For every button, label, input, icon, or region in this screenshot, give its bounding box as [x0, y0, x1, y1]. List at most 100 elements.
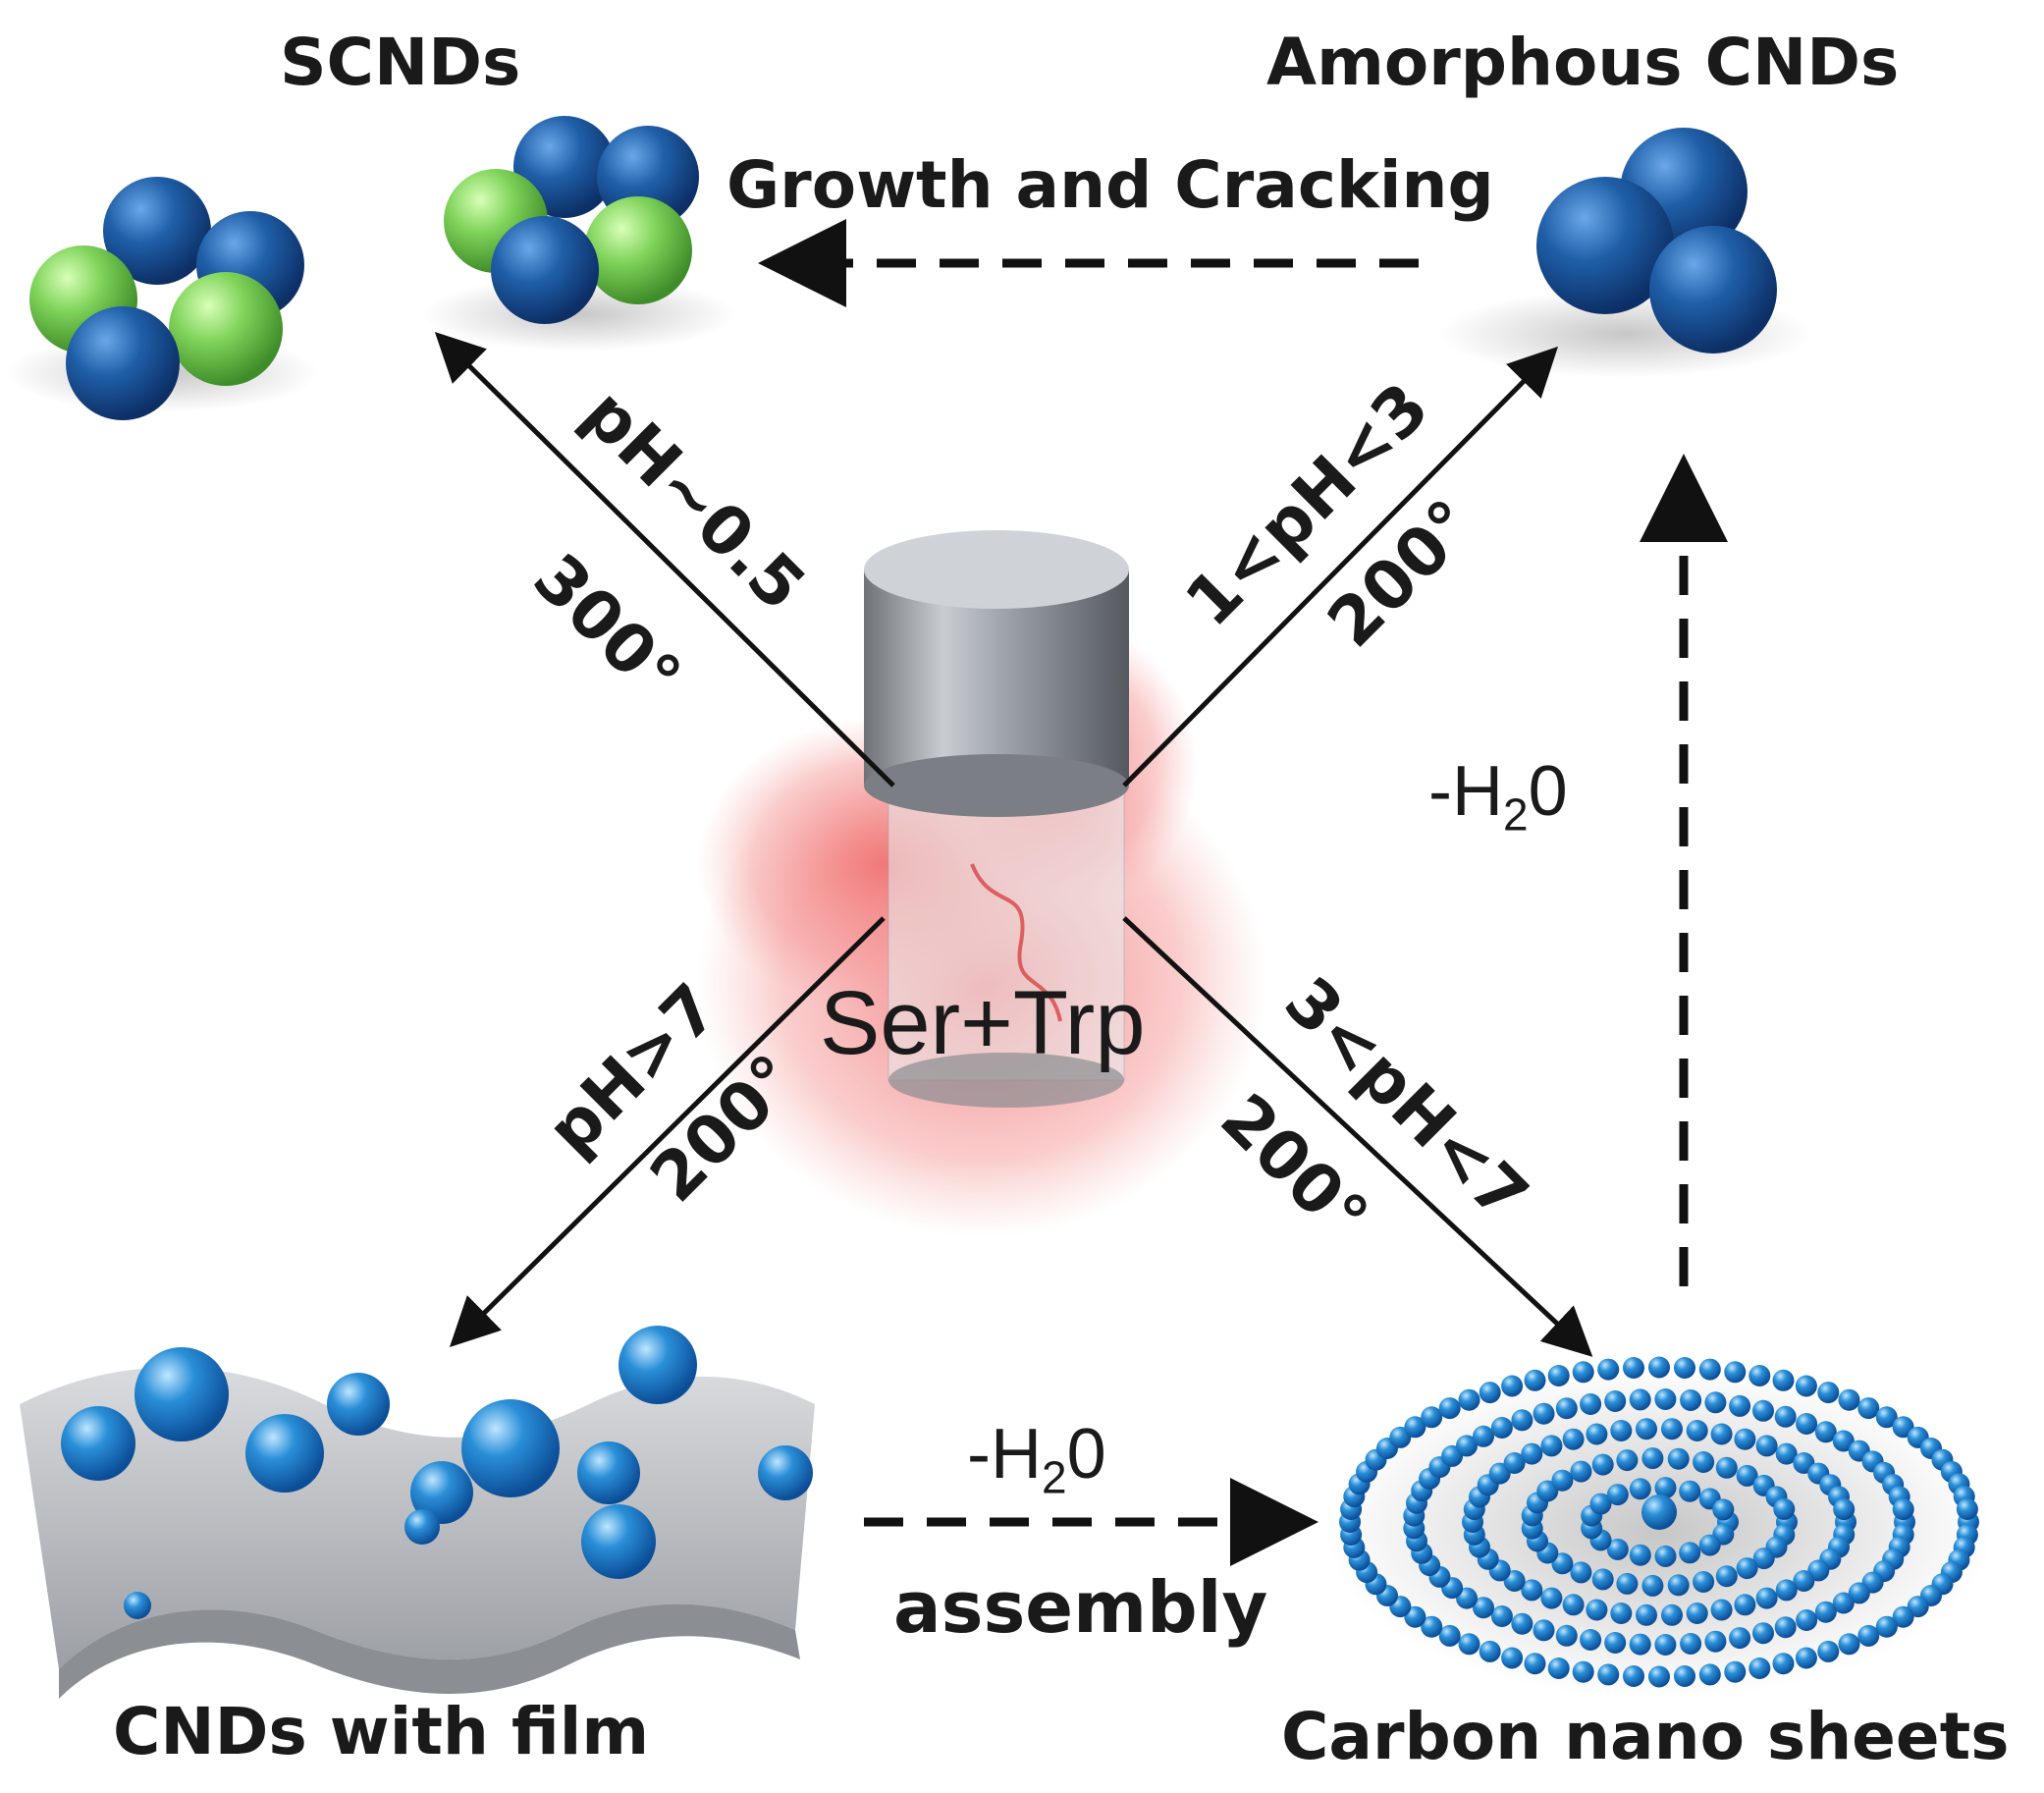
sheet-bead: [1814, 1601, 1837, 1623]
label-scnds: SCNDs: [280, 25, 521, 100]
sheet-bead: [1589, 1493, 1612, 1515]
sheet-bead: [1438, 1397, 1461, 1420]
sheet-bead: [1503, 1452, 1526, 1474]
sheet-bead: [1555, 1397, 1578, 1420]
sheet-bead: [1772, 1653, 1795, 1675]
sheet-bead: [1629, 1544, 1651, 1566]
label-dehydration-horizontal: -H20: [967, 1415, 1106, 1503]
sheet-bead: [1674, 1665, 1695, 1687]
sheet-bead: [1654, 1545, 1677, 1567]
sheet-bead: [1724, 1361, 1747, 1384]
sheet-bead: [1775, 1579, 1798, 1602]
sheet-bead: [1832, 1430, 1855, 1452]
sheet-bead: [1456, 1435, 1478, 1457]
sheet-bead: [1729, 1394, 1751, 1417]
sheet-bead: [1817, 1382, 1840, 1404]
sheet-bead: [1698, 1534, 1721, 1556]
sheet-bead: [1604, 1390, 1627, 1412]
sheet-bead: [1623, 1357, 1644, 1379]
sheet-bead: [1661, 1603, 1683, 1626]
sheet-bead: [1667, 1447, 1690, 1470]
sheet-bead: [1580, 1393, 1602, 1415]
sheet-bead: [1795, 1375, 1817, 1397]
sheet-bead: [1533, 1619, 1555, 1642]
sheet-bead: [1524, 1369, 1546, 1391]
sheet-bead: [1698, 1663, 1721, 1686]
sheet-bead: [1636, 1603, 1657, 1626]
sheet-bead: [1591, 1568, 1614, 1591]
sheet-bead: [1736, 1557, 1758, 1580]
sheet-bead: [1729, 1627, 1751, 1650]
arrow-to-scnds: [434, 331, 895, 788]
label-carbon-nano-sheets: Carbon nano sheets: [1281, 1699, 2010, 1774]
sheet-bead: [1832, 1592, 1855, 1614]
sheet-bead: [1654, 1477, 1677, 1499]
sheet-bead: [1610, 1603, 1633, 1624]
sheet-bead: [1796, 1413, 1818, 1435]
arrow-to-film: [449, 916, 886, 1348]
sheet-bead: [1838, 1633, 1860, 1656]
sheet-bead: [1572, 1361, 1594, 1384]
sheet-bead: [1693, 1451, 1715, 1473]
sheet-bead: [1857, 1397, 1880, 1420]
sheet-bead: [1715, 1565, 1738, 1588]
sheet-bead: [1629, 1633, 1651, 1656]
sheet-bead: [1752, 1622, 1774, 1645]
sheet-bead: [1875, 1406, 1898, 1429]
sheet-bead: [1540, 1435, 1563, 1457]
sheet-bead: [1848, 1582, 1870, 1604]
spiral-sheet-icon: [1325, 1356, 1993, 1699]
sheet-bead: [1501, 1647, 1524, 1669]
sheet-bead: [1795, 1647, 1817, 1669]
sheet-bead: [1616, 1572, 1639, 1595]
label-amorphous-cnds: Amorphous CNDs: [1266, 25, 1900, 100]
sheet-bead: [1838, 1388, 1860, 1411]
sheet-bead: [1606, 1538, 1629, 1560]
sheet-bead: [1686, 1420, 1708, 1441]
label-precursor: Ser+Trp: [820, 973, 1146, 1073]
scnds-cluster-icon-growth: [422, 116, 736, 352]
sheet-bead: [1521, 1579, 1543, 1602]
label-cnds-with-film: CNDs with film: [113, 1694, 650, 1769]
sheet-bead: [1814, 1421, 1837, 1443]
sheet-bead: [1570, 1460, 1592, 1483]
sheet-bead: [1597, 1358, 1620, 1381]
sheet-bead: [1679, 1480, 1701, 1502]
sheet-bead: [1479, 1382, 1501, 1404]
sheet-bead: [1479, 1640, 1501, 1662]
sheet-bead: [1674, 1357, 1695, 1379]
sheet-bead: [1679, 1542, 1701, 1564]
sheet-bead: [1572, 1660, 1594, 1683]
sheet-bead: [1796, 1609, 1818, 1631]
sheet-bead: [1698, 1358, 1721, 1381]
sheet-bead: [1501, 1375, 1524, 1397]
sheet-bead: [1404, 1416, 1426, 1439]
label-growth-cracking: Growth and Cracking: [726, 147, 1494, 223]
sheet-bead: [1511, 1612, 1533, 1635]
sheet-bead: [1421, 1406, 1443, 1429]
sheet-bead: [1680, 1389, 1702, 1411]
sheet-bead: [1775, 1442, 1798, 1465]
sheet-bead: [1686, 1603, 1708, 1624]
sheet-bead: [1616, 1449, 1639, 1472]
sheet-bead: [1540, 1587, 1563, 1609]
sheet-bead: [1734, 1428, 1756, 1450]
sheet-bead: [1875, 1615, 1898, 1638]
sheet-bead: [1610, 1420, 1633, 1441]
sheet-bead: [1473, 1597, 1494, 1619]
sheet-bead: [1490, 1605, 1513, 1627]
sheet-bead: [1641, 1574, 1664, 1597]
sheet-bead: [1892, 1498, 1914, 1521]
sheet-bead: [1648, 1356, 1670, 1379]
film-with-dots-icon: [20, 1326, 815, 1699]
arrow-to-amorphous: [1122, 346, 1559, 788]
sheet-bead: [1710, 1599, 1733, 1621]
sheet-bead: [1473, 1425, 1494, 1447]
reactor-vessel-icon: [697, 530, 1266, 1237]
sheet-bead: [1597, 1663, 1620, 1686]
sheet-bead: [1712, 1498, 1735, 1521]
sheet-bead: [1586, 1423, 1608, 1445]
sheet-bead: [1774, 1616, 1797, 1639]
